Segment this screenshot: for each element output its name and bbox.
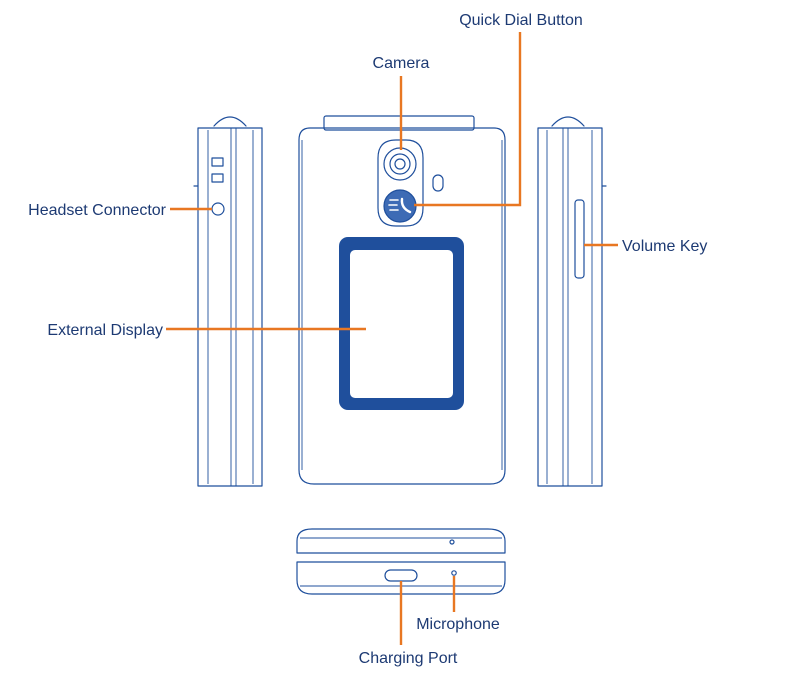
label-camera: Camera: [373, 55, 430, 72]
left-side-slot: [211, 173, 224, 183]
right-side-body: [537, 127, 603, 487]
camera-lens-outer: [383, 147, 417, 181]
charging-port-icon: [384, 569, 418, 582]
label-headset: Headset Connector: [28, 202, 167, 219]
bottom-top-hole: [449, 539, 455, 545]
headset-jack-icon: [211, 202, 225, 216]
front-view: [298, 115, 506, 485]
camera-module: [377, 139, 424, 227]
label-quick-dial: Quick Dial Button: [459, 12, 583, 29]
label-external-display: External Display: [47, 322, 163, 339]
label-charging-port: Charging Port: [359, 650, 458, 667]
hinge: [323, 115, 475, 131]
labels: Quick Dial Button Camera Headset Connect…: [28, 12, 707, 667]
bottom-lower-half: [296, 561, 506, 595]
left-side-slot: [211, 157, 224, 167]
label-volume: Volume Key: [622, 238, 707, 255]
external-display-screen: [350, 250, 453, 398]
right-side-view: [537, 116, 607, 487]
microphone-hole-icon: [451, 570, 457, 576]
volume-key[interactable]: [574, 199, 585, 279]
label-microphone: Microphone: [416, 616, 500, 633]
quick-dial-button[interactable]: [383, 189, 417, 223]
flash-icon: [432, 174, 444, 192]
front-body: [298, 127, 506, 485]
leader-lines: [166, 32, 618, 645]
bottom-upper-half: [296, 528, 506, 554]
left-side-view: [193, 116, 263, 487]
leader-quick-dial: [414, 32, 522, 207]
phone-icon: [388, 197, 412, 214]
left-side-body: [197, 127, 263, 487]
camera-lens-icon: [389, 153, 411, 175]
bottom-view: [296, 528, 506, 595]
